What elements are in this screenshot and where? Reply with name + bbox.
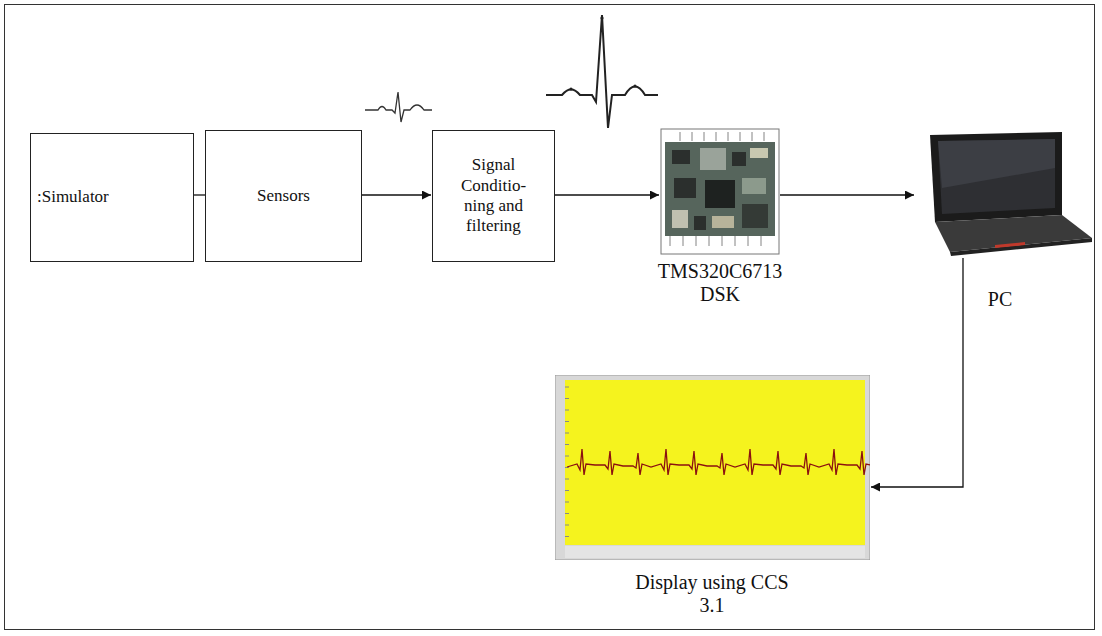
laptop-lid <box>930 132 1062 222</box>
axis-tick <box>565 421 569 422</box>
pc-laptop: PC <box>915 128 1095 258</box>
large-ecg-wave <box>546 15 658 128</box>
connector-arrow <box>780 194 914 195</box>
board-callout-line <box>716 132 717 141</box>
laptop-led-strip <box>995 242 1025 248</box>
axis-tick <box>565 456 569 457</box>
board-callout-line <box>692 132 693 141</box>
wave-dot <box>633 84 636 87</box>
board-chip <box>742 178 766 194</box>
board-callout-line <box>735 236 736 246</box>
connector-arrow <box>362 194 431 195</box>
board-chip <box>732 152 746 166</box>
board-chip <box>672 210 688 228</box>
board-frame <box>661 129 779 254</box>
board-callout-line <box>761 236 762 246</box>
board-chip <box>742 204 768 228</box>
caption-label: TMS320C6713 DSK <box>645 260 795 306</box>
axis-tick <box>565 398 569 399</box>
board-callout-line <box>709 236 710 246</box>
axis-tick <box>565 444 569 445</box>
board-chip <box>712 216 734 228</box>
axis-tick <box>565 513 569 514</box>
axis-tick <box>565 410 569 411</box>
laptop-illustration <box>915 128 1095 258</box>
box-label: Signal Conditio- ning and filtering <box>448 155 540 237</box>
board-callout-line <box>670 236 671 246</box>
ccs-display: Display using CCS 3.1 <box>555 375 870 560</box>
box-label: :Simulator <box>31 187 193 207</box>
axis-tick <box>565 387 569 388</box>
board-callout-line <box>683 236 684 246</box>
board-callout-line <box>728 132 729 141</box>
axis-tick <box>565 490 569 491</box>
connector-arrow <box>194 194 205 195</box>
window-frame <box>555 375 870 560</box>
board-callout-line <box>696 236 697 246</box>
laptop-edge <box>950 238 1092 256</box>
box-label: Sensors <box>213 186 354 206</box>
display-illustration <box>555 375 870 560</box>
board-callout-line <box>722 236 723 246</box>
connector-arrow <box>871 258 963 487</box>
simulator-box: :Simulator <box>30 133 194 262</box>
status-bar <box>565 546 865 558</box>
sensor-box: Sensors <box>205 130 362 262</box>
board-callout-line <box>704 132 705 141</box>
board-callout-line <box>748 236 749 246</box>
board-chip <box>705 180 735 208</box>
board-callout-line <box>752 132 753 141</box>
board-chip <box>672 150 690 164</box>
dsk-board: TMS320C6713 DSK <box>660 128 780 255</box>
outer-frame <box>4 4 1095 630</box>
board-chip <box>750 148 768 158</box>
laptop-screen <box>938 139 1055 214</box>
board-callout-line <box>740 132 741 141</box>
board-chip <box>674 178 696 198</box>
pcb <box>665 142 775 236</box>
axis-tick <box>565 479 569 480</box>
board-chip <box>700 148 726 170</box>
ecg-trace <box>567 449 870 475</box>
caption-label: Display using CCS 3.1 <box>632 571 792 617</box>
small-ecg-wave <box>365 92 432 122</box>
axis-tick <box>565 525 569 526</box>
wave-dot <box>569 87 572 90</box>
plot-area <box>565 380 865 545</box>
caption-label: PC <box>975 288 1025 311</box>
connector-arrow <box>555 194 659 195</box>
axis-tick <box>565 536 569 537</box>
board-callout-line <box>680 132 681 141</box>
board-illustration <box>660 128 780 255</box>
board-chip <box>694 216 706 230</box>
axis-tick <box>565 433 569 434</box>
screen-glare <box>938 139 1055 188</box>
board-callout-line <box>764 132 765 141</box>
conditioning-box: Signal Conditio- ning and filtering <box>432 130 555 262</box>
axis-tick <box>565 502 569 503</box>
wave-dot <box>600 16 603 19</box>
